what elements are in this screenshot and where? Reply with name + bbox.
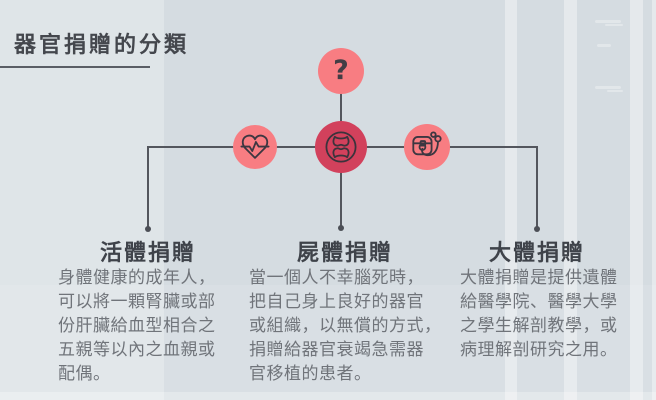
background-stripe xyxy=(564,0,577,400)
heart-pulse-icon xyxy=(235,127,275,167)
background-bottom-strip xyxy=(0,392,656,400)
column-heading-cadaver-donation: 屍體捐贈 xyxy=(296,241,393,266)
column-body-body-donation: 大體捐贈是提供遺體 給醫學院、醫學大學 之學生解剖教學，或 病理解剖研究之用。 xyxy=(460,268,618,360)
question-node: ? xyxy=(318,48,364,94)
background-lower-shade xyxy=(0,285,656,392)
column-body-living-donation: 身體健康的成年人， 可以將一顆腎臟或部 份肝臟給血型相合之 五親等以內之血親或 … xyxy=(58,268,216,384)
body-donation-node xyxy=(404,124,450,170)
background-reflection xyxy=(595,20,621,23)
connector-right-vertical-line xyxy=(536,146,538,230)
background-reflection xyxy=(605,24,623,26)
title-underline xyxy=(0,66,150,68)
background-stripe xyxy=(505,0,517,400)
page-title: 器官捐贈的分類 xyxy=(14,33,190,58)
connector-end-dot xyxy=(145,226,151,232)
question-icon: ? xyxy=(333,54,349,86)
background-reflection xyxy=(595,86,621,89)
background-reflection xyxy=(597,44,611,47)
connector-end-dot xyxy=(338,225,344,231)
cadaver-donation-node xyxy=(315,121,367,173)
living-donation-node xyxy=(233,125,277,169)
medical-bag-stethoscope-icon xyxy=(406,126,448,168)
background-stripe xyxy=(652,0,656,400)
column-heading-body-donation: 大體捐贈 xyxy=(488,241,585,266)
column-heading-living-donation: 活體捐贈 xyxy=(99,241,196,266)
organs-circle-icon xyxy=(318,124,364,170)
background-reflection xyxy=(607,90,623,92)
column-body-cadaver-donation: 當一個人不幸腦死時， 把自己身上良好的器官 或組織，以無償的方式， 捐贈給器官衰… xyxy=(249,268,442,384)
connector-end-dot xyxy=(534,226,540,232)
connector-left-vertical-line xyxy=(147,146,149,229)
background-stripe xyxy=(630,0,643,400)
